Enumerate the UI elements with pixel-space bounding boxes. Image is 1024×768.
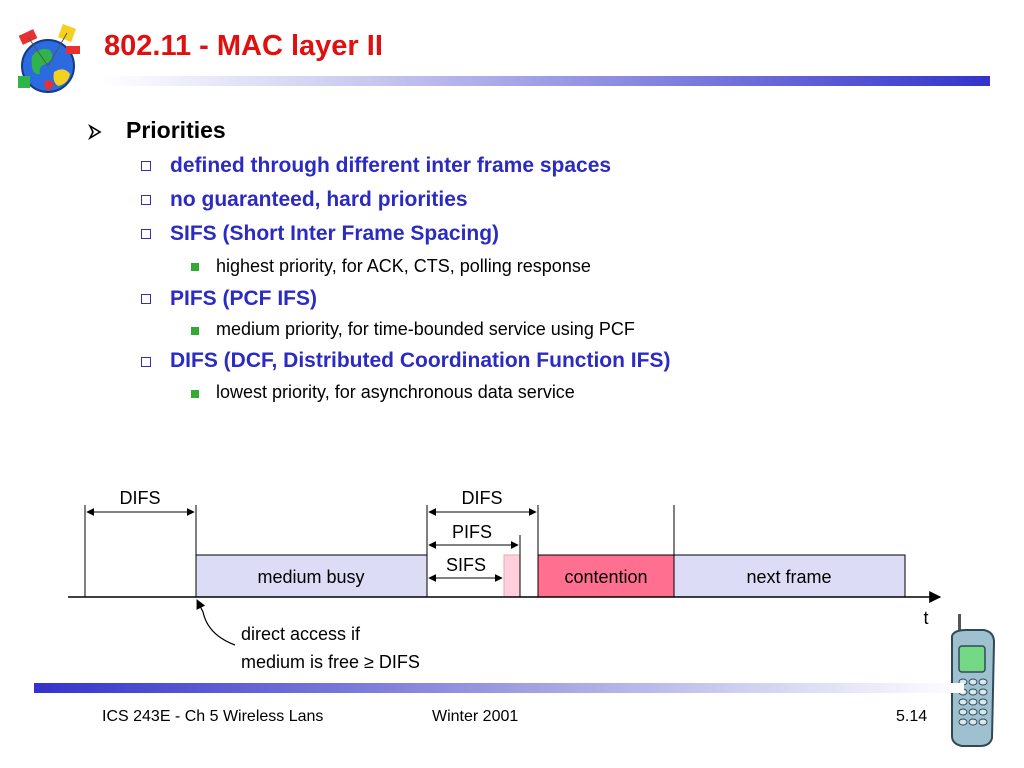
title-divider (102, 76, 990, 86)
time-axis-label: t (923, 608, 928, 628)
next-frame-label: next frame (746, 567, 831, 587)
mobile-phone-icon (951, 614, 996, 747)
bullet-subitem: lowest priority, for asynchronous data s… (216, 382, 575, 402)
difs-right-label: DIFS (461, 488, 502, 508)
bullet-item: PIFS (PCF IFS) (170, 287, 317, 310)
annotation-line-1: direct access if (241, 624, 361, 644)
bullet-heading: Priorities (126, 117, 226, 143)
bullet-item: no guaranteed, hard priorities (170, 188, 468, 211)
hollow-square-bullet-icon (141, 161, 151, 171)
medium-busy-label: medium busy (257, 567, 364, 587)
filled-square-bullet-icon (191, 390, 199, 398)
sifs-label: SIFS (446, 555, 486, 575)
pifs-label: PIFS (452, 522, 492, 542)
footer-term: Winter 2001 (432, 708, 519, 725)
bullet-item: defined through different inter frame sp… (170, 154, 612, 177)
bullet-item: DIFS (DCF, Distributed Coordination Func… (170, 349, 671, 372)
annotation-pointer (196, 599, 236, 646)
next-frame-box (673, 554, 906, 598)
globe-network-logo-icon (18, 24, 80, 93)
annotation-line-2: medium is free ≥ DIFS (241, 652, 420, 672)
footer-course: ICS 243E - Ch 5 Wireless Lans (102, 708, 324, 725)
bullet-item: SIFS (Short Inter Frame Spacing) (170, 222, 500, 245)
hollow-square-bullet-icon (141, 195, 151, 205)
slide-title: 802.11 - MAC layer II (104, 30, 383, 62)
difs-left-label: DIFS (119, 488, 160, 508)
bullet-subitem: medium priority, for time-bounded servic… (216, 319, 635, 339)
contention-label: contention (564, 567, 647, 587)
filled-square-bullet-icon (191, 263, 199, 271)
hollow-square-bullet-icon (141, 229, 151, 239)
filled-square-bullet-icon (191, 327, 199, 335)
bullet-subitem: highest priority, for ACK, CTS, polling … (216, 256, 591, 276)
footer-page-number: 5.14 (896, 708, 928, 725)
footer-divider (34, 683, 964, 693)
arrowhead-bullet-icon (88, 124, 102, 140)
hollow-square-bullet-icon (141, 357, 151, 367)
gap-box (503, 554, 521, 598)
hollow-square-bullet-icon (141, 294, 151, 304)
